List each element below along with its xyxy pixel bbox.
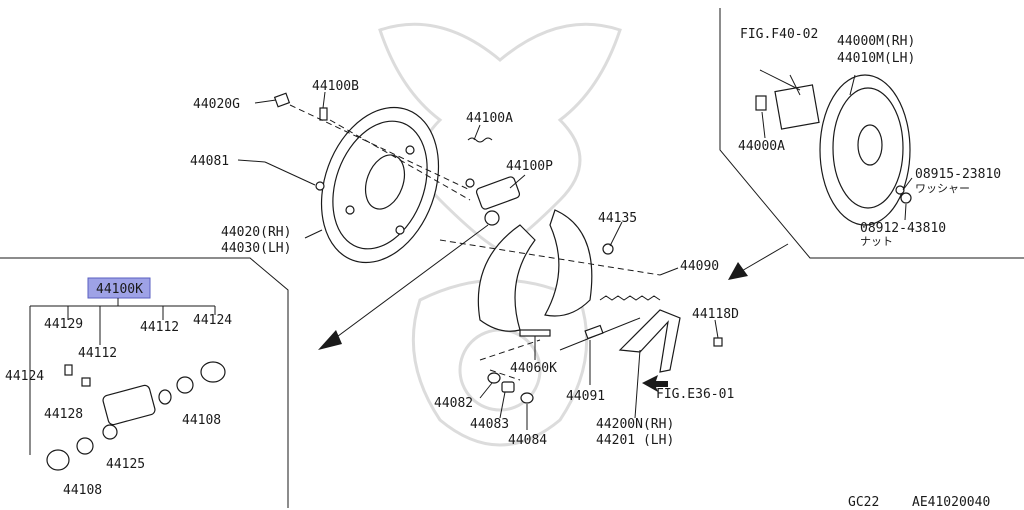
- label-44082[interactable]: 44082: [434, 396, 473, 411]
- label-44000m[interactable]: 44000M(RH): [837, 34, 915, 49]
- label-44118d[interactable]: 44118D: [692, 307, 739, 322]
- label-44135[interactable]: 44135: [598, 211, 637, 226]
- brake-shoes: [477, 209, 593, 337]
- label-44030lh[interactable]: 44030(LH): [221, 241, 291, 256]
- label-44124-left[interactable]: 44124: [5, 369, 44, 384]
- label-44108-right[interactable]: 44108: [182, 413, 221, 428]
- label-44100b[interactable]: 44100B: [312, 79, 359, 94]
- label-figf40[interactable]: FIG.F40-02: [740, 27, 818, 42]
- label-44128[interactable]: 44128: [44, 407, 83, 422]
- watermark-emblem: [378, 22, 622, 447]
- label-44100p[interactable]: 44100P: [506, 159, 553, 174]
- drum-assembly: [755, 69, 912, 226]
- label-44081[interactable]: 44081: [190, 154, 229, 169]
- label-44112-right[interactable]: 44112: [140, 320, 179, 335]
- inset-cylinder-kit: [29, 277, 226, 471]
- label-44060k[interactable]: 44060K: [510, 361, 557, 376]
- label-44091[interactable]: 44091: [566, 389, 605, 404]
- label-44125[interactable]: 44125: [106, 457, 145, 472]
- arrow-head-left: [318, 330, 342, 350]
- fig-arrow-icon: [642, 375, 668, 392]
- label-44200n[interactable]: 44200N(RH): [596, 417, 674, 432]
- arrows: [318, 224, 789, 392]
- label-washer: ワッシャー: [915, 182, 970, 195]
- footer-code: GC22: [848, 495, 879, 510]
- label-44020g[interactable]: 44020G: [193, 97, 240, 112]
- label-44084[interactable]: 44084: [508, 433, 547, 448]
- label-44020rh[interactable]: 44020(RH): [221, 225, 291, 240]
- separator-lines: [0, 8, 1024, 508]
- footer-id: AE41020040: [912, 495, 990, 510]
- part-labels: 44020G 44100B 44100A 44081 44100P 44020(…: [5, 27, 1001, 510]
- arrow-head-right: [728, 262, 748, 280]
- label-44124-right[interactable]: 44124: [193, 313, 232, 328]
- label-44090[interactable]: 44090: [680, 259, 719, 274]
- label-44000a[interactable]: 44000A: [738, 139, 785, 154]
- label-44129[interactable]: 44129: [44, 317, 83, 332]
- label-08915[interactable]: 08915-23810: [915, 167, 1001, 182]
- label-fige36[interactable]: FIG.E36-01: [656, 387, 734, 402]
- small-hardware: [487, 372, 534, 404]
- label-44100k[interactable]: 44100K: [96, 282, 143, 297]
- label-nut: ナット: [860, 235, 893, 248]
- dashed-guides: [289, 104, 661, 381]
- highlight-44100k[interactable]: [87, 277, 151, 299]
- label-44100a[interactable]: 44100A: [466, 111, 513, 126]
- label-44010m[interactable]: 44010M(LH): [837, 51, 915, 66]
- leader-lines: [237, 74, 913, 430]
- label-44201[interactable]: 44201 (LH): [596, 433, 674, 448]
- label-44112-left[interactable]: 44112: [78, 346, 117, 361]
- label-44083[interactable]: 44083: [470, 417, 509, 432]
- label-44108-left[interactable]: 44108: [63, 483, 102, 498]
- label-08912[interactable]: 08912-43810: [860, 221, 946, 236]
- wheel-cylinder-assembly: [465, 176, 521, 226]
- backing-plate: [320, 106, 440, 264]
- springs-and-levers: [559, 243, 723, 373]
